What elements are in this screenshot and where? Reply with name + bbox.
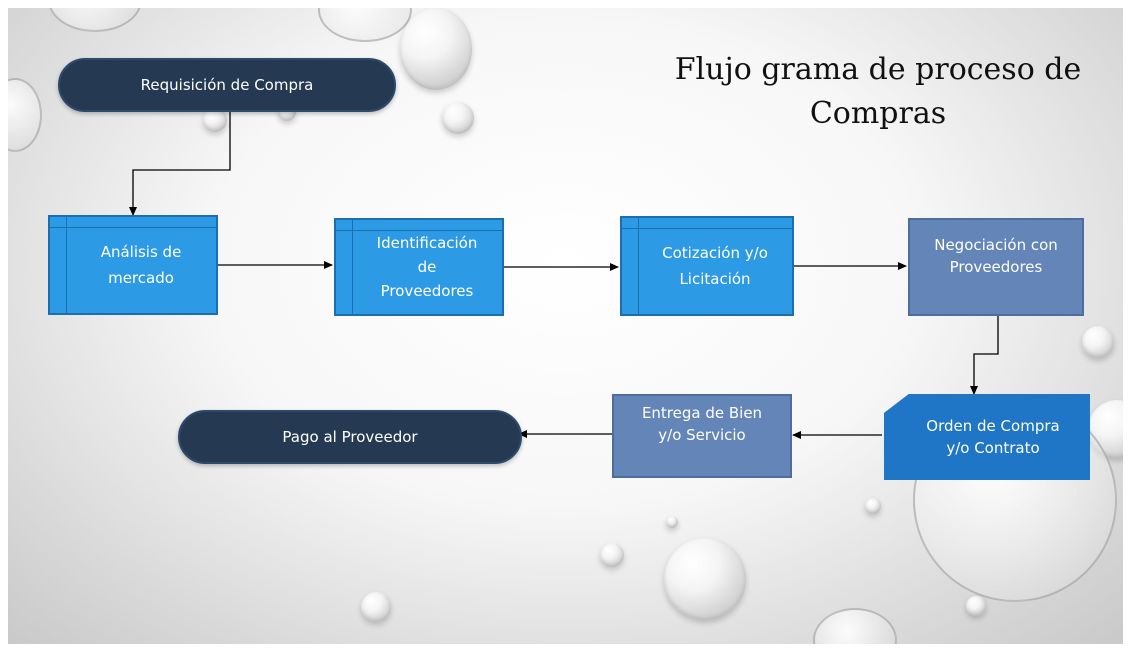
slide: Flujo grama de proceso de Compras Requis… [8, 8, 1123, 644]
identification-label: Identificación de Proveedores [376, 234, 478, 300]
quotation-process: Cotización y/o Licitación [620, 216, 794, 316]
start-label: Requisición de Compra [140, 76, 314, 94]
end-label: Pago al Proveedor [282, 428, 418, 446]
water-drop [600, 543, 624, 567]
arrow-negotiation-to-order [970, 316, 999, 395]
water-drop [664, 538, 746, 620]
water-drop [865, 498, 881, 514]
end-terminal: Pago al Proveedor [178, 410, 522, 464]
water-drop [442, 102, 474, 134]
water-drop [203, 108, 227, 132]
water-drop [361, 592, 391, 622]
water-drop [966, 596, 986, 616]
diagram-title: Flujo grama de proceso de Compras [674, 52, 1082, 131]
start-terminal: Requisición de Compra [58, 58, 396, 112]
water-drop [666, 516, 678, 528]
delivery-process: Entrega de Bien y/o Servicio [612, 394, 792, 478]
negotiation-label: Negociación con Proveedores [934, 236, 1058, 276]
connector-lines [129, 112, 999, 439]
water-drop [1082, 326, 1114, 358]
analysis-label: Análisis de mercado [100, 243, 182, 287]
identification-process: Identificación de Proveedores [334, 218, 504, 316]
quotation-label: Cotización y/o Licitación [662, 244, 768, 288]
negotiation-process: Negociación con Proveedores [908, 218, 1084, 316]
water-drop [400, 8, 472, 90]
delivery-label: Entrega de Bien y/o Servicio [641, 404, 763, 444]
analysis-process: Análisis de mercado [48, 215, 218, 315]
arrow-start-to-analysis [129, 112, 231, 216]
order-label: Orden de Compra y/o Contrato [926, 417, 1060, 457]
order-card: Orden de Compra y/o Contrato [884, 394, 1090, 480]
